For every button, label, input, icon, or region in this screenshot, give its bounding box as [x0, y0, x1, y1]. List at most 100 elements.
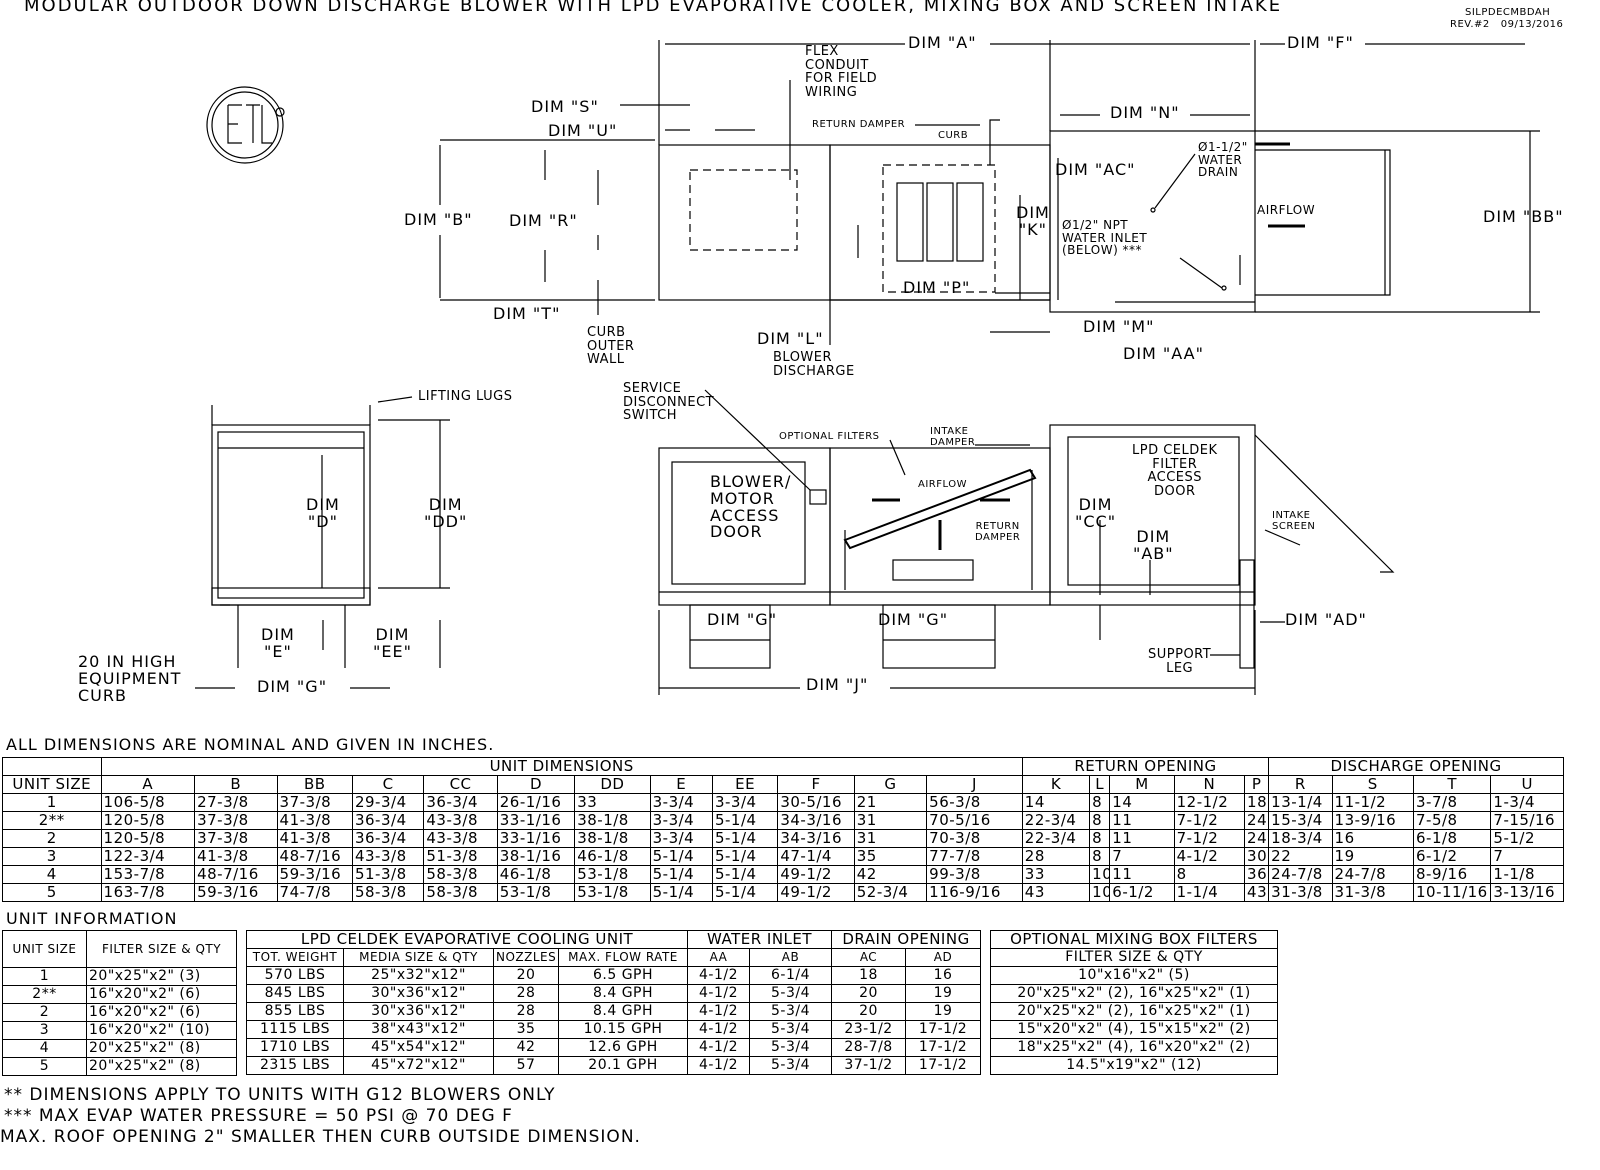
cell-s: 31-3/8 — [1331, 883, 1414, 902]
cell-u: 3-13/16 — [1490, 883, 1564, 902]
cell-u: 1-3/4 — [1490, 793, 1564, 812]
cell-r: 24-7/8 — [1268, 865, 1333, 884]
drawing-linework — [195, 40, 1540, 695]
cell-r: 15-3/4 — [1268, 811, 1333, 830]
cell-media-size-qty: 38"x43"x12" — [343, 1020, 494, 1039]
cell-mixing-filter: 18"x25"x2" (4), 16"x20"x2" (2) — [990, 1038, 1278, 1057]
cell-s: 11-1/2 — [1331, 793, 1414, 812]
cell-b: 27-3/8 — [194, 793, 278, 812]
cell-unit-size: 4 — [2, 865, 102, 884]
dim-ad-label: DIM "AD" — [1285, 610, 1367, 629]
cell-aa: 4-1/2 — [687, 1020, 751, 1039]
cell-m: 14 — [1109, 793, 1175, 812]
cell-mixing-filter: 15"x20"x2" (4), 15"x15"x2" (2) — [990, 1020, 1278, 1039]
cell-c: 36-3/4 — [351, 811, 425, 830]
return-opening-header: RETURN OPENING — [1021, 757, 1270, 776]
cell-max-flow-rate: 8.4 GPH — [557, 1002, 689, 1021]
cell-ad: 19 — [905, 984, 982, 1003]
cell-aa: 4-1/2 — [687, 984, 751, 1003]
curb-outer-wall-label: CURB OUTER WALL — [587, 325, 635, 368]
cell-tot-weight: 1710 LBS — [246, 1038, 344, 1057]
cell-s: 19 — [1331, 847, 1414, 866]
cell-aa: 4-1/2 — [687, 1038, 751, 1057]
dim-g-1-label: DIM "G" — [707, 610, 778, 629]
cell-dd: 53-1/8 — [574, 865, 651, 884]
cell-ab: 5-3/4 — [749, 1020, 833, 1039]
column-header-ee: EE — [711, 775, 779, 794]
cell-u: 5-1/2 — [1490, 829, 1564, 848]
cell-ac: 23-1/2 — [831, 1020, 907, 1039]
cell-mixing-filter: 20"x25"x2" (2), 16"x25"x2" (1) — [990, 984, 1278, 1003]
cell-l: 8 — [1089, 811, 1111, 830]
cell-ac: 28-7/8 — [831, 1038, 907, 1057]
cell-media-size-qty: 30"x36"x12" — [343, 1002, 494, 1021]
cell-g: 21 — [853, 793, 928, 812]
column-header-a: A — [100, 775, 196, 794]
cell-unit-size: 3 — [2, 847, 102, 866]
celdek-header: LPD CELDEK EVAPORATIVE COOLING UNIT — [245, 930, 689, 949]
cell-a: 120-5/8 — [100, 811, 196, 830]
cell-bb: 59-3/16 — [276, 865, 353, 884]
cell-mixing-filter: 10"x16"x2" (5) — [990, 966, 1278, 985]
column-header-dd: DD — [574, 775, 651, 794]
unit-size-header: UNIT SIZE — [2, 930, 87, 968]
cell-j: 77-7/8 — [926, 847, 1023, 866]
dim-bb-label: DIM "BB" — [1483, 207, 1564, 226]
end-view — [195, 396, 450, 689]
cell-ab: 6-1/4 — [749, 966, 833, 985]
cell-cc: 51-3/8 — [423, 847, 498, 866]
dim-g-end-label: DIM "G" — [257, 677, 328, 696]
dim-dd-label: DIM "DD" — [424, 495, 468, 531]
celdek-door-label: LPD CELDEK FILTER ACCESS DOOR — [1132, 443, 1218, 499]
cell-ad: 16 — [905, 966, 982, 985]
cell-unit-size: 1 — [2, 793, 102, 812]
cell-t: 8-9/16 — [1412, 865, 1492, 884]
cell-m: 11 — [1109, 829, 1175, 848]
cell-mixing-filter: 14.5"x19"x2" (12) — [990, 1056, 1278, 1075]
cell-j: 56-3/8 — [926, 793, 1023, 812]
cell-aa: 4-1/2 — [687, 966, 751, 985]
cell-max-flow-rate: 10.15 GPH — [557, 1020, 689, 1039]
cell-a: 120-5/8 — [100, 829, 196, 848]
cell-c: 43-3/8 — [351, 847, 425, 866]
cell-t: 6-1/8 — [1412, 829, 1492, 848]
cell-aa: 4-1/2 — [687, 1056, 751, 1075]
cell-c: 58-3/8 — [351, 883, 425, 902]
cell-unit-size: 2 — [2, 829, 102, 848]
cell-t: 10-11/16 — [1412, 883, 1492, 902]
cell-d: 26-1/16 — [496, 793, 576, 812]
cell-j: 116-9/16 — [926, 883, 1023, 902]
mixing-filter-header: FILTER SIZE & QTY — [990, 948, 1278, 967]
cell-ee: 5-1/4 — [711, 865, 779, 884]
cell-ab: 5-3/4 — [749, 984, 833, 1003]
dim-p-label: DIM "P" — [903, 278, 971, 297]
drain-opening-header: DRAIN OPENING — [831, 930, 982, 949]
dim-e-label: DIM "E" — [261, 625, 295, 661]
dim-d-label: DIM "D" — [306, 495, 340, 531]
cell-ad: 19 — [905, 1002, 982, 1021]
dim-cc-label: DIM "CC" — [1075, 495, 1117, 531]
column-header-e: E — [649, 775, 713, 794]
cell-dd: 46-1/8 — [574, 847, 651, 866]
cell-ab: 5-3/4 — [749, 1002, 833, 1021]
mixing-box-filters-table: OPTIONAL MIXING BOX FILTERS FILTER SIZE … — [990, 930, 1278, 1075]
cell-g: 35 — [853, 847, 928, 866]
cell-filter-size: 16"x20"x2" (10) — [86, 1021, 237, 1040]
cell-d: 46-1/8 — [496, 865, 576, 884]
cell-bb: 37-3/8 — [276, 793, 353, 812]
cell-cc: 43-3/8 — [423, 811, 498, 830]
table-row: 20"x25"x2" (2), 16"x25"x2" (1) — [990, 1002, 1278, 1021]
column-header-row: UNIT SIZE FILTER SIZE & QTY — [2, 930, 237, 968]
column-header-k: K — [1021, 775, 1091, 794]
cell-l: 8 — [1089, 829, 1111, 848]
cell-unit-size: 5 — [2, 1057, 87, 1076]
column-header-b: B — [194, 775, 278, 794]
